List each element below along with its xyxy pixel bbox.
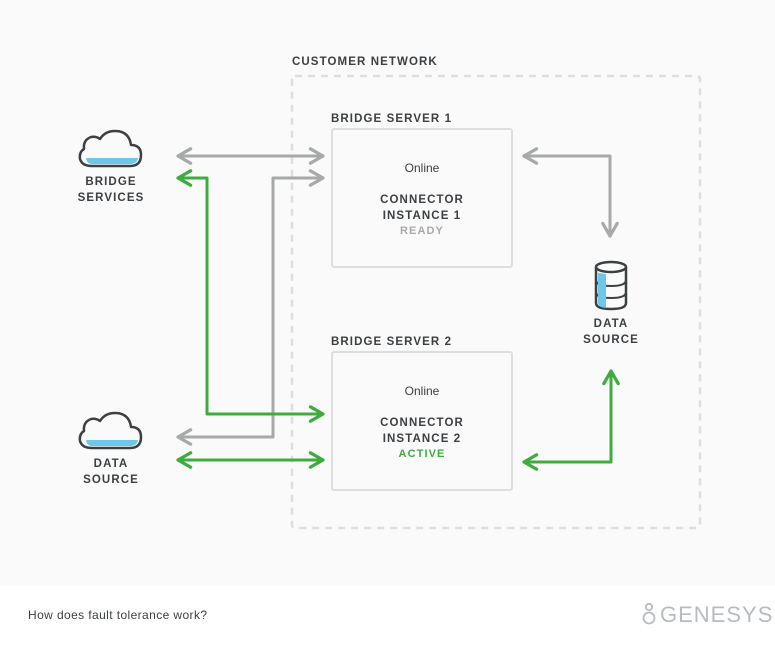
footer xyxy=(0,586,775,646)
connector-instance-2-line2: INSTANCE 2 xyxy=(382,433,462,445)
bridge-server-1-box: Online CONNECTOR INSTANCE 1 READY xyxy=(331,128,513,268)
arrow-server1-database xyxy=(522,147,619,238)
bridge-services-label-line1: BRIDGE xyxy=(85,176,137,188)
connector-instance-2-line1: CONNECTOR xyxy=(380,417,464,429)
data-source-db-label-line2: SOURCE xyxy=(583,334,639,346)
instance-2-state-badge: ACTIVE xyxy=(398,448,446,460)
data-source-db-label-line1: DATA xyxy=(593,318,629,330)
bridge-server-2-title: BRIDGE SERVER 2 xyxy=(331,336,453,348)
bridge-services-cloud-icon xyxy=(78,129,143,168)
arrow-server2-database xyxy=(522,369,620,471)
genesys-logo: GENESYS xyxy=(640,600,772,630)
bridge-services-label-line2: SERVICES xyxy=(77,192,145,204)
data-source-cloud-icon xyxy=(78,411,143,450)
bridge-server-2-box: Online CONNECTOR INSTANCE 2 ACTIVE xyxy=(331,351,513,491)
customer-network-title: CUSTOMER NETWORK xyxy=(292,56,438,68)
connector-instance-1: CONNECTOR INSTANCE 1 xyxy=(333,192,511,224)
bridge-server-1-title: BRIDGE SERVER 1 xyxy=(331,113,453,125)
arrow-data-source-server1 xyxy=(176,169,325,446)
connector-instance-2: CONNECTOR INSTANCE 2 xyxy=(333,415,511,447)
active-connections xyxy=(176,169,620,471)
bridge-services-label: BRIDGE SERVICES xyxy=(70,174,152,206)
server-2-status: Online xyxy=(404,384,440,398)
server-1-status: Online xyxy=(404,161,440,175)
connector-instance-1-line1: CONNECTOR xyxy=(380,194,464,206)
database-icon xyxy=(594,260,628,311)
data-source-cloud-label-line1: DATA xyxy=(93,458,129,470)
diagram-graphics xyxy=(78,74,702,530)
data-source-cloud-label: DATA SOURCE xyxy=(70,456,152,488)
connector-instance-1-line2: INSTANCE 1 xyxy=(382,210,462,222)
arrow-bridge-services-server2 xyxy=(176,169,325,423)
instance-1-state-badge: READY xyxy=(399,225,444,237)
genesys-logo-icon xyxy=(642,602,656,625)
footer-caption: How does fault tolerance work? xyxy=(28,608,208,622)
data-source-db-label: DATA SOURCE xyxy=(570,316,652,348)
data-source-cloud-label-line2: SOURCE xyxy=(83,474,139,486)
genesys-logo-text: GENESYS xyxy=(660,602,774,627)
